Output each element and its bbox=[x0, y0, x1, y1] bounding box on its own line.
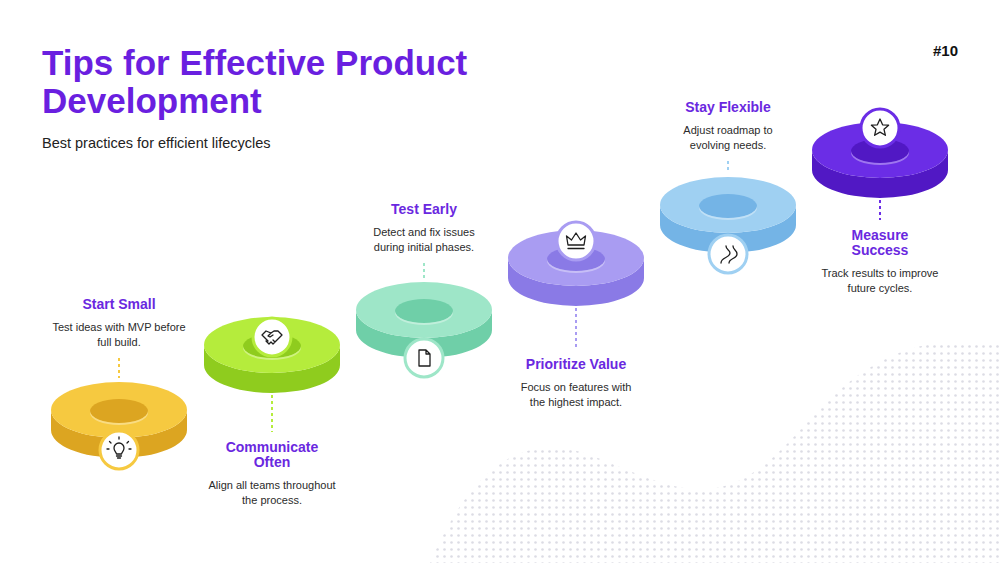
step-description: Focus on features with the highest impac… bbox=[514, 380, 639, 410]
ring-group bbox=[812, 109, 948, 198]
slide-title: Tips for Effective Product Development bbox=[42, 44, 562, 120]
step-description: Adjust roadmap to evolving needs. bbox=[668, 123, 788, 153]
step-node: Start SmallTest ideas with MVP before fu… bbox=[29, 293, 209, 479]
icon-badge bbox=[861, 109, 899, 147]
slide-number: #10 bbox=[933, 42, 958, 59]
ring-hole bbox=[90, 399, 148, 423]
ring-shape bbox=[638, 160, 818, 290]
leader-line bbox=[727, 161, 729, 173]
step-node: Prioritize ValueFocus on features with t… bbox=[486, 212, 666, 431]
step-text: Measure SuccessTrack results to improve … bbox=[790, 228, 970, 296]
ring-hole bbox=[699, 194, 757, 218]
ring-hole bbox=[395, 299, 453, 323]
ring-shape bbox=[486, 213, 666, 343]
step-node: Measure SuccessTrack results to improve … bbox=[790, 99, 970, 302]
step-icon bbox=[107, 437, 131, 458]
ring-group bbox=[204, 317, 340, 393]
ring-group bbox=[356, 282, 492, 377]
ring-top bbox=[204, 317, 340, 373]
ring-hole-shade bbox=[851, 151, 909, 165]
icon-badge bbox=[709, 235, 747, 273]
step-node: Stay FlexibleAdjust roadmap to evolving … bbox=[638, 96, 818, 283]
slide-subtitle: Best practices for efficient lifecycles bbox=[42, 135, 271, 151]
step-text: Prioritize ValueFocus on features with t… bbox=[486, 357, 666, 410]
ring-group bbox=[51, 382, 187, 469]
step-text: Stay FlexibleAdjust roadmap to evolving … bbox=[638, 100, 818, 153]
ring-group bbox=[660, 177, 796, 273]
step-heading: Stay Flexible bbox=[648, 100, 808, 115]
step-icon bbox=[262, 331, 282, 344]
step-icon bbox=[721, 246, 737, 263]
ring-shape bbox=[790, 105, 970, 235]
step-text: Start SmallTest ideas with MVP before fu… bbox=[29, 297, 209, 350]
ring-hole-shade bbox=[699, 206, 757, 220]
icon-badge bbox=[253, 318, 291, 356]
leader-line bbox=[423, 263, 425, 278]
step-heading: Measure Success bbox=[830, 228, 930, 258]
ring-hole-shade bbox=[395, 311, 453, 325]
icon-badge bbox=[100, 431, 138, 469]
icon-badge bbox=[405, 339, 443, 377]
step-icon bbox=[567, 233, 586, 249]
step-heading: Communicate Often bbox=[217, 440, 327, 470]
ring-top bbox=[660, 177, 796, 233]
step-description: Detect and fix issues during initial pha… bbox=[357, 225, 492, 255]
ring-shape bbox=[182, 300, 362, 430]
icon-badge bbox=[557, 222, 595, 260]
step-description: Align all teams throughout the process. bbox=[207, 478, 337, 508]
ring-group bbox=[508, 222, 644, 306]
step-heading: Prioritize Value bbox=[496, 357, 656, 372]
step-text: Communicate OftenAlign all teams through… bbox=[182, 440, 362, 508]
step-node: Communicate OftenAlign all teams through… bbox=[182, 306, 362, 514]
ring-hole-shade bbox=[90, 411, 148, 425]
step-text: Test EarlyDetect and fix issues during i… bbox=[334, 202, 514, 255]
ring-shape bbox=[334, 265, 514, 395]
step-heading: Test Early bbox=[344, 202, 504, 217]
step-icon bbox=[419, 350, 430, 366]
leader-line bbox=[118, 358, 120, 378]
dot-texture bbox=[430, 341, 1000, 563]
ring-top bbox=[356, 282, 492, 338]
step-heading: Start Small bbox=[39, 297, 199, 312]
step-description: Test ideas with MVP before full build. bbox=[52, 320, 187, 350]
step-icon bbox=[871, 119, 888, 135]
step-description: Track results to improve future cycles. bbox=[818, 266, 943, 296]
ring-shape bbox=[29, 365, 209, 495]
step-node: Test EarlyDetect and fix issues during i… bbox=[334, 198, 514, 387]
